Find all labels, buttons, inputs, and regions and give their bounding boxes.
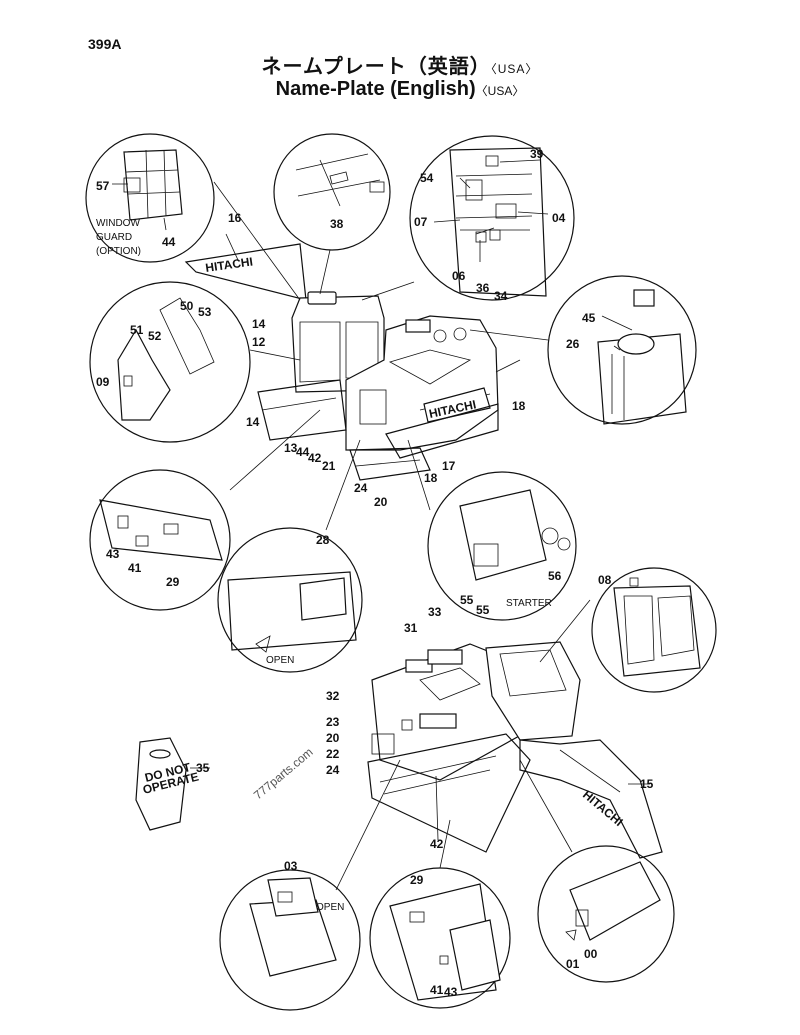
open-label-cover: OPEN — [316, 902, 344, 913]
window-guard-note: WINDOW GUARD (OPTION) — [96, 218, 141, 257]
detail-battery — [217, 527, 363, 673]
part-label: 23 — [326, 715, 340, 729]
detail-engine — [547, 275, 697, 425]
part-label: 14 — [246, 415, 260, 429]
part-number-labels: 39 54 07 04 06 36 34 57 44 16 38 45 26 5… — [96, 147, 654, 999]
detail-starter — [427, 471, 577, 621]
part-label: 24 — [326, 763, 340, 777]
part-label: 55 — [460, 593, 474, 607]
part-label: 03 — [284, 859, 298, 873]
part-label: 08 — [598, 573, 612, 587]
part-label: 16 — [228, 211, 242, 225]
part-label: 34 — [494, 289, 508, 303]
part-label: 42 — [430, 837, 444, 851]
part-label: 36 — [476, 281, 490, 295]
part-label: 32 — [326, 689, 340, 703]
part-label: 17 — [442, 459, 456, 473]
part-label: 52 — [148, 329, 162, 343]
detail-seat-bracket — [89, 469, 231, 611]
part-label: 01 — [566, 957, 580, 971]
part-label: 29 — [410, 873, 424, 887]
part-label: 50 — [180, 299, 194, 313]
excavator-lower: HITACHI — [367, 641, 663, 859]
part-label: 41 — [128, 561, 142, 575]
part-label: 53 — [198, 305, 212, 319]
title-en-text: Name-Plate (English) — [275, 78, 476, 100]
open-label-battery: OPEN — [266, 655, 294, 666]
part-label: 22 — [326, 747, 340, 761]
part-label: 21 — [322, 459, 336, 473]
detail-controls — [89, 281, 251, 443]
part-label: 00 — [584, 947, 598, 961]
watermark-text: 777parts.com — [251, 745, 316, 802]
part-label: 29 — [166, 575, 180, 589]
part-label: 45 — [582, 311, 596, 325]
page-number: 399A — [88, 36, 122, 52]
part-label: 35 — [196, 761, 210, 775]
part-label: 39 — [530, 147, 544, 161]
part-label: 43 — [106, 547, 120, 561]
excavator-upper: HITACHI HITACHI — [184, 243, 499, 481]
part-label: 55 — [476, 603, 490, 617]
region-tag-en: 〈USA〉 — [475, 84, 525, 98]
part-label: 15 — [640, 777, 654, 791]
part-label: 28 — [316, 533, 330, 547]
part-label: 06 — [452, 269, 466, 283]
part-label: 14 — [252, 317, 266, 331]
part-label: 44 — [162, 235, 176, 249]
part-label: 26 — [566, 337, 580, 351]
part-label: 33 — [428, 605, 442, 619]
detail-cover — [219, 869, 361, 1011]
part-label: 07 — [414, 215, 428, 229]
part-label: 18 — [424, 471, 438, 485]
page-title-english: Name-Plate (English)〈USA〉 — [0, 78, 800, 101]
part-label: 12 — [252, 335, 266, 349]
part-label: 42 — [308, 451, 322, 465]
part-label: 24 — [354, 481, 368, 495]
detail-track-frame — [369, 867, 511, 1009]
part-label: 43 — [444, 985, 458, 999]
window-guard-line-1: WINDOW — [96, 218, 140, 229]
part-label: 20 — [374, 495, 388, 509]
part-label: 09 — [96, 375, 110, 389]
part-label: 44 — [296, 445, 310, 459]
part-label: 51 — [130, 323, 144, 337]
detail-serial-plate — [537, 845, 675, 983]
window-guard-line-2: GUARD — [96, 232, 132, 243]
part-label: 38 — [330, 217, 344, 231]
boom-brand-text: HITACHI — [204, 254, 253, 275]
starter-label: STARTER — [506, 598, 552, 609]
leader-lines — [112, 159, 650, 891]
part-label: 20 — [326, 731, 340, 745]
detail-window-guard — [85, 133, 215, 263]
do-not-operate-tag: DO NOT OPERATE — [135, 737, 200, 831]
detail-cab-roof — [273, 133, 391, 251]
part-label: 41 — [430, 983, 444, 997]
part-label: 54 — [420, 171, 434, 185]
page-title-japanese: ネームプレート（英語）〈USA〉 — [0, 50, 800, 79]
detail-window — [591, 567, 717, 693]
part-label: 56 — [548, 569, 562, 583]
region-tag-jp: 〈USA〉 — [490, 62, 539, 76]
part-label: 18 — [512, 399, 526, 413]
title-jp-text: ネームプレート（英語） — [261, 56, 491, 78]
window-guard-line-3: (OPTION) — [96, 246, 141, 257]
lower-boom-brand-text: HITACHI — [580, 788, 626, 829]
part-label: 57 — [96, 179, 110, 193]
detail-cab-interior — [409, 135, 575, 301]
part-label: 13 — [284, 441, 298, 455]
part-label: 31 — [404, 621, 418, 635]
part-label: 04 — [552, 211, 566, 225]
